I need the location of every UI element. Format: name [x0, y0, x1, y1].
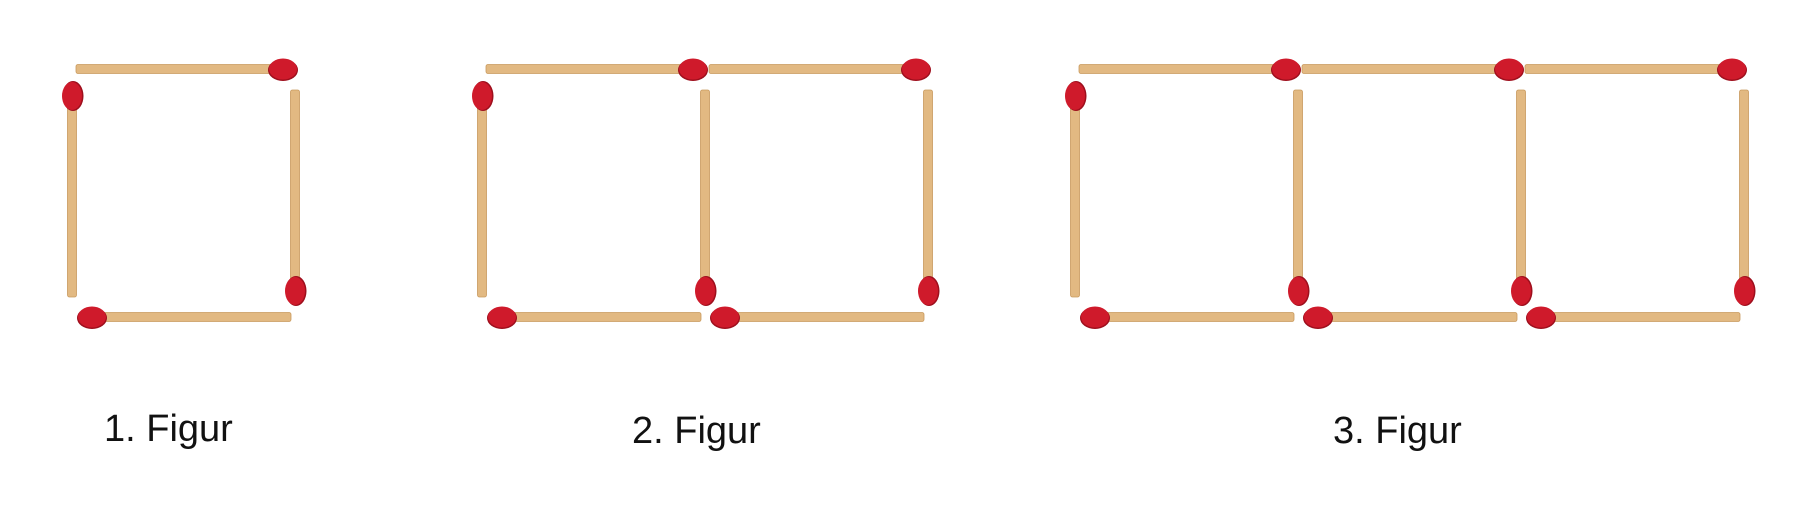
figure-2-bottom-stick-2	[710, 306, 925, 329]
figure-3-right-stick-1	[1288, 89, 1310, 306]
figure-3-top-stick-2	[1301, 58, 1524, 81]
figure-3-right-stick-3	[1734, 89, 1756, 306]
figure-2-left-stick	[472, 81, 494, 298]
figure-3-left-stick	[1065, 81, 1087, 298]
figure-1-right-stick-1	[285, 89, 307, 306]
figure-3-bottom-stick-1	[1080, 306, 1295, 329]
figure-1-top-stick-1	[75, 58, 298, 81]
figure-1-label: 1. Figur	[104, 408, 233, 450]
figure-3-right-stick-2	[1511, 89, 1533, 306]
figure-2-top-stick-1	[485, 58, 708, 81]
figure-1-left-stick	[62, 81, 84, 298]
figure-3-bottom-stick-3	[1526, 306, 1741, 329]
figure-2-right-stick-1	[695, 89, 717, 306]
figure-1-bottom-stick-1	[77, 306, 292, 329]
figure-2-label: 2. Figur	[632, 410, 761, 452]
figure-2-right-stick-2	[918, 89, 940, 306]
figure-3-bottom-stick-2	[1303, 306, 1518, 329]
figure-2-bottom-stick-1	[487, 306, 702, 329]
figure-3-top-stick-3	[1524, 58, 1747, 81]
figure-2-top-stick-2	[708, 58, 931, 81]
figure-3-top-stick-1	[1078, 58, 1301, 81]
figure-3-label: 3. Figur	[1333, 410, 1462, 452]
